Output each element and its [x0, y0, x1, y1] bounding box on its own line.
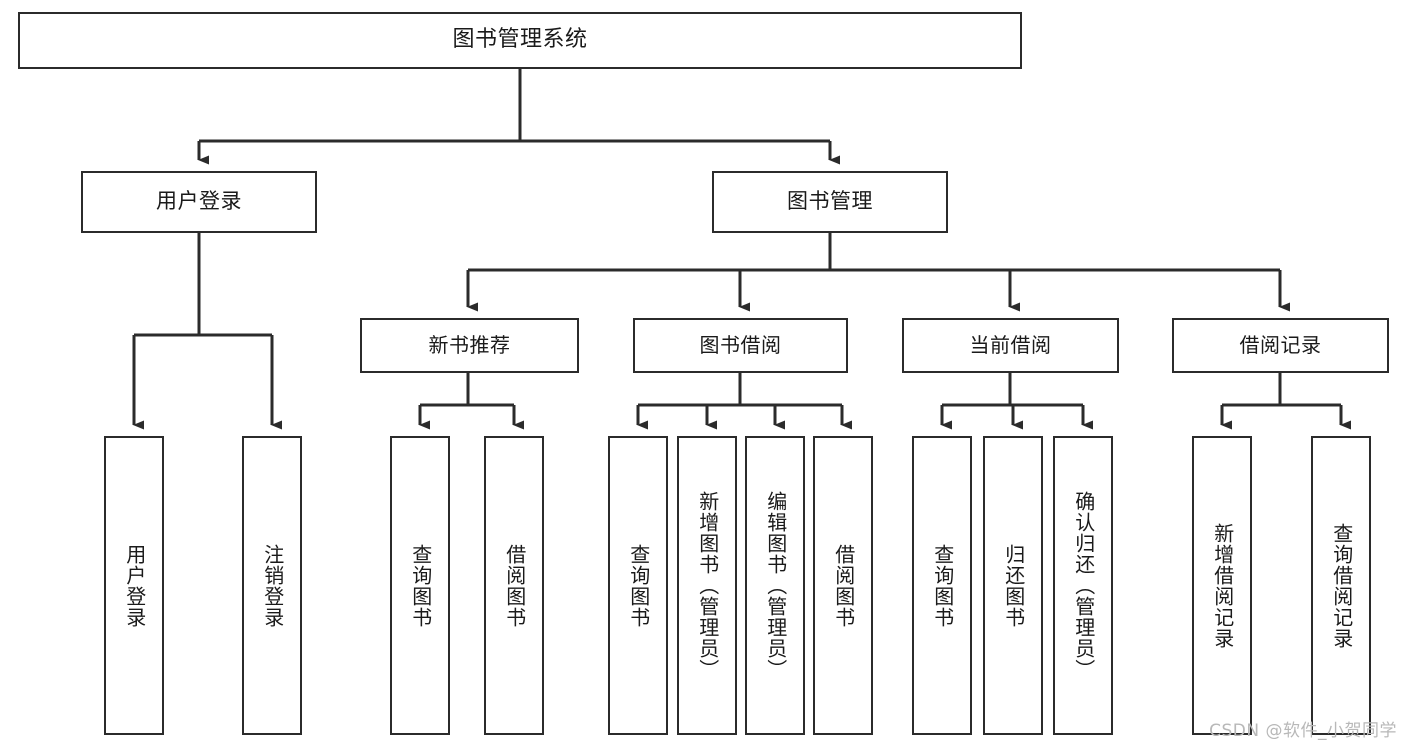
node-book-borrow-label: 图书借阅 [699, 333, 782, 358]
node-leaf-confirm-return[interactable]: 确认归还（管理员） [1053, 436, 1113, 735]
node-root-label: 图书管理系统 [452, 27, 588, 53]
node-leaf-query-record[interactable]: 查询借阅记录 [1311, 436, 1371, 735]
node-leaf-add-book[interactable]: 新增图书（管理员） [677, 436, 737, 735]
node-current-borrow[interactable]: 当前借阅 [902, 318, 1119, 373]
node-leaf-borrow-book-2-label: 借阅图书 [831, 543, 856, 628]
node-new-book-recommend[interactable]: 新书推荐 [360, 318, 579, 373]
node-book-manage-label: 图书管理 [787, 189, 873, 214]
node-new-book-recommend-label: 新书推荐 [428, 333, 511, 358]
node-leaf-user-login-label: 用户登录 [122, 543, 147, 628]
node-leaf-add-book-label: 新增图书（管理员） [695, 491, 720, 680]
node-leaf-edit-book[interactable]: 编辑图书（管理员） [745, 436, 805, 735]
node-leaf-return-book[interactable]: 归还图书 [983, 436, 1043, 735]
node-leaf-borrow-book-2[interactable]: 借阅图书 [813, 436, 873, 735]
node-leaf-user-login[interactable]: 用户登录 [104, 436, 164, 735]
node-user-login-label: 用户登录 [156, 189, 242, 214]
node-borrow-record-label: 借阅记录 [1239, 333, 1322, 358]
node-leaf-borrow-book-1-label: 借阅图书 [502, 543, 527, 628]
node-leaf-add-record-label: 新增借阅记录 [1210, 522, 1235, 649]
node-leaf-user-logout-label: 注销登录 [260, 543, 285, 628]
node-leaf-return-book-label: 归还图书 [1001, 543, 1026, 628]
node-leaf-edit-book-label: 编辑图书（管理员） [763, 491, 788, 680]
node-book-borrow[interactable]: 图书借阅 [633, 318, 848, 373]
node-leaf-query-record-label: 查询借阅记录 [1329, 522, 1354, 649]
node-root[interactable]: 图书管理系统 [18, 12, 1022, 69]
node-leaf-query-book-3[interactable]: 查询图书 [912, 436, 972, 735]
node-borrow-record[interactable]: 借阅记录 [1172, 318, 1389, 373]
node-user-login[interactable]: 用户登录 [81, 171, 317, 233]
node-leaf-query-book-2-label: 查询图书 [626, 543, 651, 628]
node-current-borrow-label: 当前借阅 [969, 333, 1052, 358]
node-leaf-query-book-3-label: 查询图书 [930, 543, 955, 628]
node-leaf-query-book-1[interactable]: 查询图书 [390, 436, 450, 735]
node-leaf-user-logout[interactable]: 注销登录 [242, 436, 302, 735]
node-leaf-add-record[interactable]: 新增借阅记录 [1192, 436, 1252, 735]
node-leaf-confirm-return-label: 确认归还（管理员） [1071, 491, 1096, 680]
node-leaf-query-book-1-label: 查询图书 [408, 543, 433, 628]
watermark: CSDN @软件_小贺同学 [1209, 721, 1397, 741]
node-leaf-query-book-2[interactable]: 查询图书 [608, 436, 668, 735]
node-book-manage[interactable]: 图书管理 [712, 171, 948, 233]
node-leaf-borrow-book-1[interactable]: 借阅图书 [484, 436, 544, 735]
